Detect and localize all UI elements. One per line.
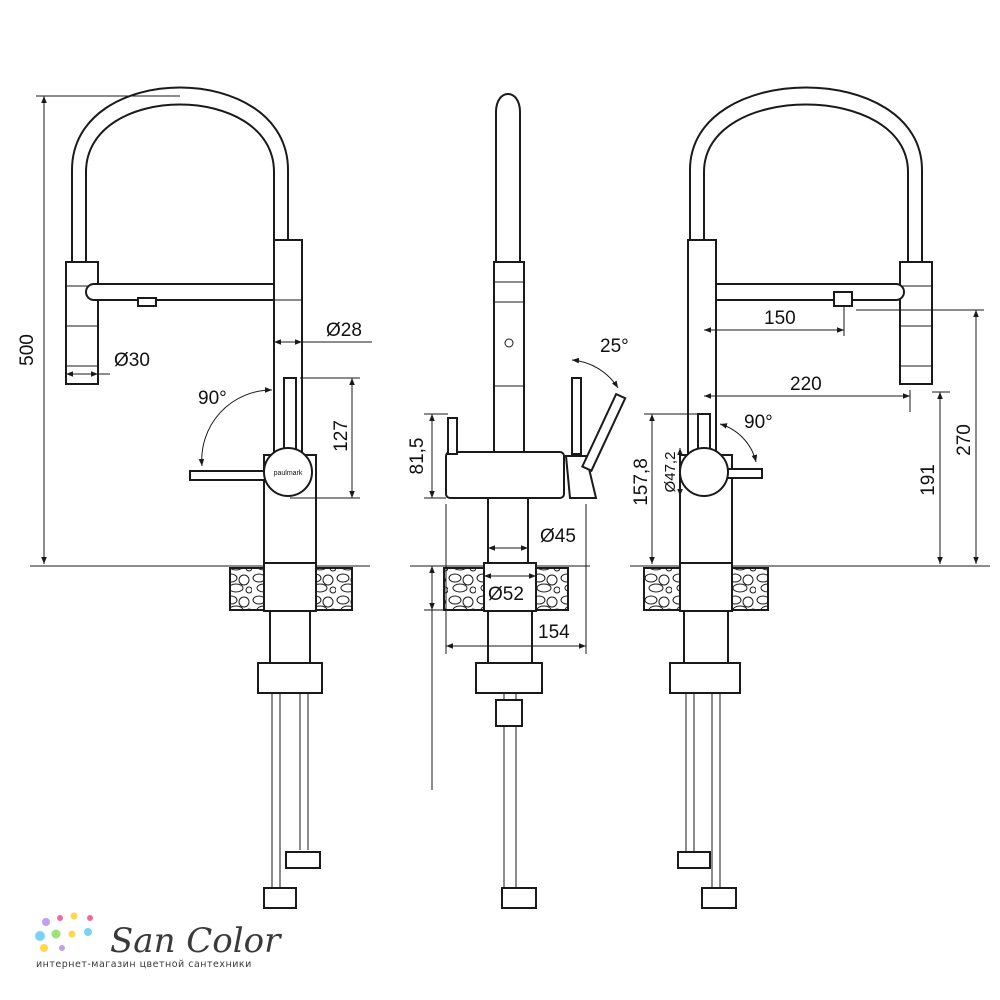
brand-label: paulmark (274, 470, 303, 477)
dim-height-191: 191 (918, 464, 939, 496)
logo-tagline: интернет-магазин цветной сантехники (36, 959, 252, 970)
dim-lever-tilt: 25° (600, 336, 629, 357)
dim-total-height: 500 (17, 334, 38, 366)
dim-hose-diameter: Ø30 (114, 350, 150, 371)
dim-body-diameter: Ø28 (326, 320, 362, 341)
dim-reach-outer: 220 (790, 374, 822, 395)
front-view (30, 86, 372, 909)
sancolor-logo: San Color интернет-магазин цветной санте… (35, 912, 282, 970)
side-view (410, 93, 627, 909)
dim-lever-rotation: 90° (198, 388, 227, 409)
dim-height-157: 157,8 (631, 458, 652, 506)
rear-view (630, 86, 990, 909)
dim-reach-inner: 150 (764, 308, 796, 329)
dim-rotation-right: 90° (744, 412, 773, 433)
dim-flange-diameter: Ø52 (488, 584, 524, 605)
dim-height-270: 270 (954, 424, 975, 456)
dim-knob-diameter: Ø47,2 (662, 452, 679, 493)
dim-depth: 154 (538, 622, 570, 643)
logo-dots-icon (35, 912, 93, 952)
logo-name: San Color (110, 921, 282, 961)
dim-body-base-diameter: Ø45 (540, 526, 576, 547)
dim-lever-height: 127 (331, 420, 352, 452)
dim-side-height: 81,5 (407, 438, 428, 475)
